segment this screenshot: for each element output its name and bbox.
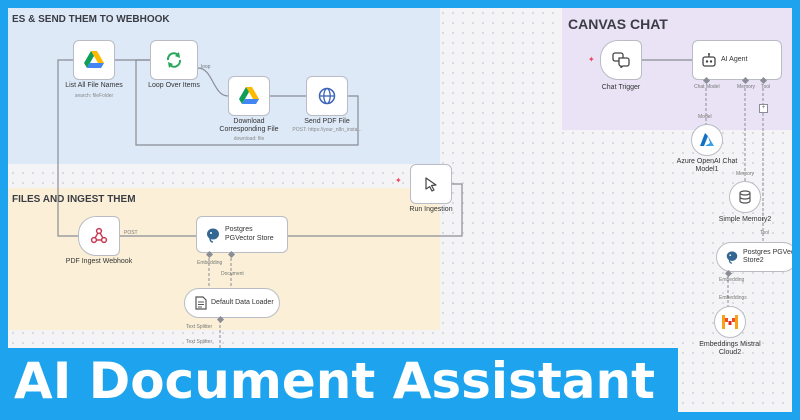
port-embedding2-label: Embedding [719,277,745,283]
banner-title: AI Document Assistant [14,352,655,410]
chat-trigger-node[interactable] [600,40,642,80]
port-text-splitter-label-2: Text Splitter [186,339,213,345]
embeddings-mistral-node[interactable] [714,306,746,338]
trigger-bolt-icon: ✦ [395,176,402,185]
list-all-file-names-sub: search: fileFolder [74,93,114,99]
postgres-pgvector-store-label: Postgres PGVector Store [225,226,274,242]
azure-openai-chat-model-label: Azure OpenAI Chat Model1 [676,158,738,174]
chat-trigger-label: Chat Trigger [601,84,641,91]
ai-agent-label: AI Agent [721,55,748,63]
loop-output-label: loop [201,64,211,70]
pdf-ingest-webhook-node[interactable] [78,216,120,256]
run-ingestion-node[interactable] [410,164,452,204]
download-corresponding-file-label: Download Corresponding File [219,118,279,134]
sticky-note-webhook[interactable]: ES & SEND THEM TO WEBHOOK [8,8,440,164]
list-all-file-names-node[interactable] [73,40,115,80]
connections-layer [57,57,764,353]
azure-icon [699,132,715,148]
send-pdf-file-node[interactable] [306,76,348,116]
postgres-pgvector-store2-node[interactable]: Postgres PGVector Store2 [716,242,792,272]
workflow-canvas[interactable]: ES & SEND THEM TO WEBHOOK FILES AND INGE… [8,8,792,412]
azure-openai-chat-model-node[interactable] [691,124,723,156]
google-drive-icon [239,87,259,105]
mistral-icon [722,315,738,329]
default-data-loader-label: Default Data Loader [211,298,274,306]
loop-over-items-node[interactable] [150,40,198,80]
port-memory-in-label: Memory [736,171,755,177]
robot-icon [701,52,717,68]
chat-icon [612,52,630,68]
loop-over-items-label: Loop Over Items [148,82,200,89]
default-data-loader-node[interactable]: Default Data Loader [184,288,280,318]
chat-trigger-bolt-icon: ✦ [588,55,595,64]
port-embeddings-label: Embeddings [719,295,747,301]
pdf-ingest-webhook-label: PDF Ingest Webhook [65,258,133,265]
loop-icon [165,51,183,69]
simple-memory-label: Simple Memory2 [718,216,772,223]
google-drive-icon [84,51,104,69]
sticky-title-webhook: ES & SEND THEM TO WEBHOOK [12,14,170,25]
port-model-label: Model [698,114,712,120]
download-corresponding-file-node[interactable] [228,76,270,116]
sticky-title-canvas-chat: CANVAS CHAT [568,16,668,32]
list-all-file-names-label: List All File Names [65,82,123,89]
postgres-pgvector-store-node[interactable]: Postgres PGVector Store [196,216,288,253]
title-banner [0,348,678,420]
ai-agent-node[interactable]: AI Agent [692,40,782,80]
port-document-label: Document [221,271,244,277]
postgres-icon [205,227,221,243]
add-tool-button[interactable]: + [759,104,768,113]
postgres-icon [725,250,739,264]
port-tool2-label: Tool [760,230,770,236]
download-corresponding-file-sub: download: file [233,136,265,142]
embeddings-mistral-label: Embeddings Mistral Cloud2 [699,341,761,357]
document-icon [195,296,207,310]
run-ingestion-label: Run Ingestion [409,206,453,213]
postgres-pgvector-store2-label: Postgres PGVector Store2 [743,248,792,264]
send-pdf-file-sub: POST: https://your_n8n_insta... [292,127,362,133]
cursor-icon [423,176,439,192]
port-tool-label: Tool [761,84,771,90]
sticky-title-ingest: FILES AND INGEST THEM [12,194,136,205]
send-pdf-file-label: Send PDF File [304,118,350,125]
port-chat-model-label: Chat Model [694,84,720,90]
simple-memory-node[interactable] [729,181,761,213]
port-text-splitter-label: Text Splitter [186,324,213,330]
database-icon [739,190,751,204]
port-embedding-label: Embedding [197,260,223,266]
globe-icon [318,87,336,105]
port-memory-label: Memory [737,84,756,90]
webhook-output-label: POST [124,230,138,236]
webhook-icon [90,227,108,245]
